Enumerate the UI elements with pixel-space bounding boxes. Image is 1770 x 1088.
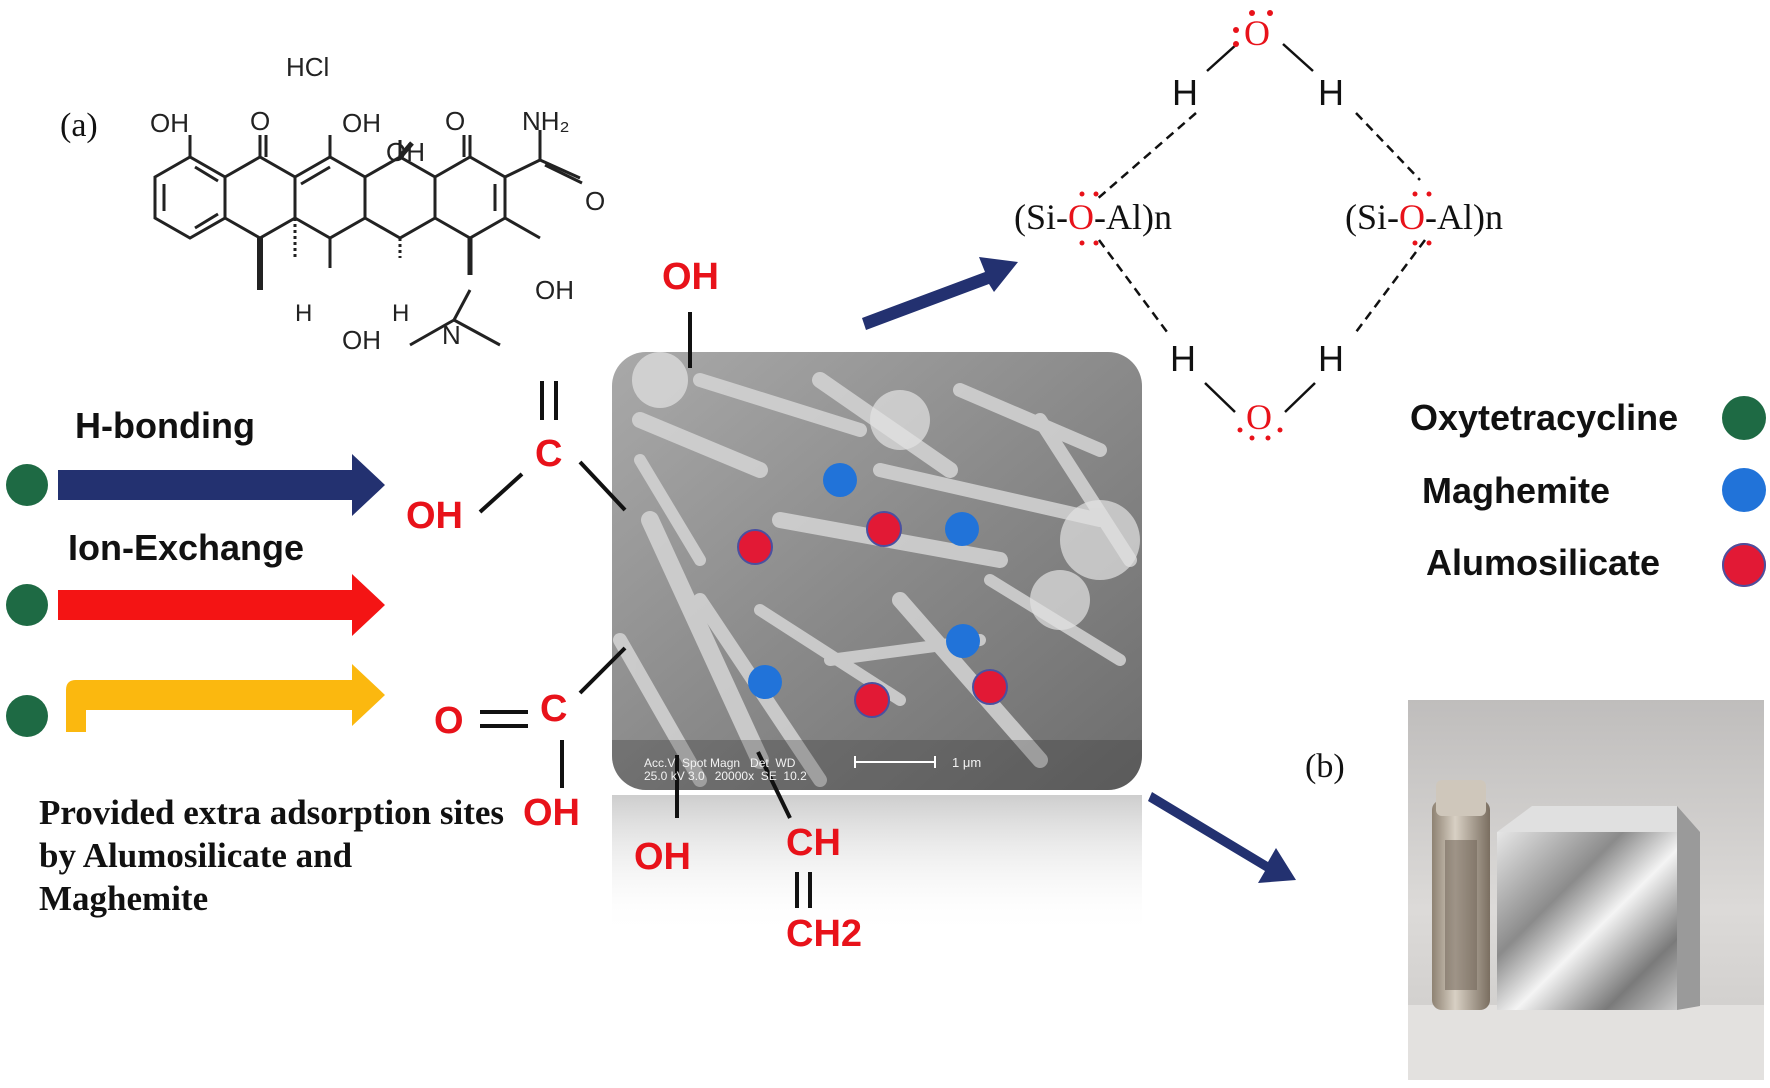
panel-label-b: (b) xyxy=(1305,748,1345,785)
molecule-label-oh: OH xyxy=(342,108,381,138)
alumosilicate-site xyxy=(737,529,773,565)
h-bonding-arrow xyxy=(58,454,385,516)
molecule-label-h: H xyxy=(392,300,410,327)
molecule-label-nh2: NH₂ xyxy=(522,106,570,136)
molecule-label-oh: OH xyxy=(386,137,425,167)
maghemite-site xyxy=(748,665,782,699)
oxytetracycline-structure xyxy=(153,130,583,347)
molecule-label-oh: OH xyxy=(535,275,574,305)
fg-ch: CH xyxy=(786,822,841,864)
alumosilicate-unit-right: (Si-O-Al)n xyxy=(1345,197,1503,237)
alumosilicate-site xyxy=(972,669,1008,705)
hydrogen-label: H xyxy=(1170,338,1196,379)
fg-oh-bottom: OH xyxy=(634,836,691,878)
hbond-network xyxy=(1095,43,1426,413)
oxytetracycline-dot xyxy=(6,584,48,626)
functional-group-bonds xyxy=(478,312,812,908)
maghemite-site xyxy=(946,624,980,658)
summary-text: Provided extra adsorption sites by Alumo… xyxy=(39,793,505,918)
ion-exchange-arrow xyxy=(58,574,385,636)
legend-label-maghemite: Maghemite xyxy=(1422,470,1611,511)
molecule-label-o: O xyxy=(445,106,466,136)
maghemite-site xyxy=(823,463,857,497)
fg-oh-left: OH xyxy=(406,495,463,537)
water-oxygen-bottom: O xyxy=(1246,397,1272,437)
electrostatic-arrow xyxy=(66,664,385,732)
ion-exchange-label: Ion-Exchange xyxy=(68,527,305,568)
lone-pair-dots xyxy=(1079,10,1432,441)
hcl-label: HCl xyxy=(286,52,330,82)
molecule-label-oh: OH xyxy=(342,325,381,355)
legend-label-alumosilicate: Alumosilicate xyxy=(1426,542,1661,583)
fg-o-left: O xyxy=(434,700,464,742)
legend-swatch-maghemite xyxy=(1722,468,1766,512)
sem-scale-label: 1 μm xyxy=(952,755,982,770)
sem-info-bar: Acc.V Spot Magn Det WD 25.0 kV 3.0 20000… xyxy=(644,756,807,783)
hydrogen-label: H xyxy=(1318,338,1344,379)
molecule-label-o: O xyxy=(585,186,606,216)
legend-swatch-oxytetracycline xyxy=(1722,396,1766,440)
alumosilicate-site xyxy=(854,682,890,718)
legend-label-oxytetracycline: Oxytetracycline xyxy=(1410,397,1679,438)
foil-cube xyxy=(1497,832,1677,1010)
alumosilicate-site xyxy=(866,511,902,547)
h-bonding-label: H-bonding xyxy=(75,405,255,446)
fg-c-upper: C xyxy=(535,433,563,475)
maghemite-site xyxy=(945,512,979,546)
water-oxygen-top: O xyxy=(1244,13,1270,53)
legend-swatch-alumosilicate xyxy=(1722,543,1766,587)
arrow-to-photo xyxy=(1148,792,1296,883)
arrow-to-hbond xyxy=(862,257,1018,330)
fg-ch2: CH2 xyxy=(786,913,863,955)
mechanism-arrows xyxy=(58,454,385,732)
sem-image xyxy=(612,352,1142,935)
hydrogen-label: H xyxy=(1172,72,1198,113)
alumosilicate-unit-left: (Si-O-Al)n xyxy=(1014,197,1172,237)
sample-photo xyxy=(1408,700,1764,1080)
molecule-label-h: H xyxy=(295,300,313,327)
fg-oh-lower: OH xyxy=(523,792,580,834)
fg-c-lower: C xyxy=(540,688,568,730)
molecule-label-o: O xyxy=(250,106,271,136)
oxytetracycline-dot xyxy=(6,464,48,506)
molecule-label-n: N xyxy=(442,320,461,350)
molecule-label-oh: OH xyxy=(150,108,189,138)
panel-label-a: (a) xyxy=(60,107,98,144)
adsorption-sites xyxy=(737,463,1008,718)
hydrogen-label: H xyxy=(1318,72,1344,113)
fg-oh-top: OH xyxy=(662,256,719,298)
oxytetracycline-dot xyxy=(6,695,48,737)
